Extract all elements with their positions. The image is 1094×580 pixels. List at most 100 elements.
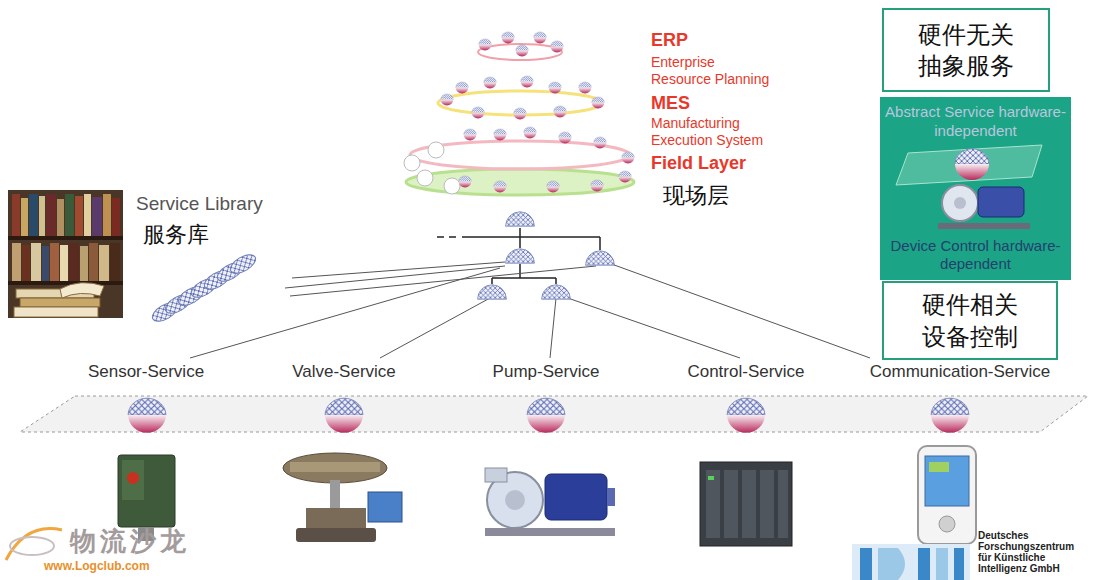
tree-service-icon: [478, 212, 615, 299]
pump-device: [485, 468, 507, 482]
service-name: Sensor-Service: [56, 362, 236, 382]
pump-device: [545, 474, 607, 520]
service-tree: [599, 237, 601, 250]
pump-picture: [978, 187, 1024, 217]
device-service-icon: [931, 398, 969, 433]
library-picture: [20, 298, 100, 307]
service-tree: [562, 296, 740, 358]
handheld-device: [918, 446, 976, 544]
library-picture: [57, 199, 64, 236]
sensor-device: [127, 472, 139, 484]
service-ball: [524, 127, 537, 139]
library-picture: [8, 190, 123, 318]
library-picture: [60, 245, 68, 281]
empty-slot: [428, 142, 444, 158]
tree-service-icon: [478, 285, 507, 299]
service-ball: [591, 180, 604, 192]
library-picture: [69, 243, 79, 281]
service-ball: [551, 41, 564, 53]
panel-caption: Abstract Service hardware-independent: [884, 103, 1067, 141]
service-ball: [549, 82, 562, 94]
field-ring: [406, 169, 634, 195]
service-tree: [380, 298, 490, 358]
service-tree: [492, 277, 556, 279]
library-picture: [112, 198, 120, 236]
service-tree: [462, 236, 600, 238]
service-name: Pump-Service: [456, 362, 636, 382]
library-picture: [21, 198, 28, 236]
valve-device: [296, 528, 376, 542]
library-picture: [92, 197, 102, 236]
library-picture: [60, 283, 104, 298]
sensor-device: [122, 460, 144, 500]
panel-caption: Device Control hardware-dependent: [884, 237, 1067, 275]
library-picture: [12, 243, 21, 281]
library-picture: [42, 246, 49, 281]
layer-description: Enterprise Resource Planning: [651, 54, 773, 88]
service-ball: [459, 176, 472, 188]
dfki-logo: [860, 548, 872, 580]
tree-service-icon: [506, 212, 535, 226]
service-ball: [472, 107, 485, 119]
library-picture: [8, 236, 123, 240]
service-ball: [547, 181, 560, 193]
library-picture: [84, 194, 91, 236]
institute-name: Deutsches Forschungszentrum für Künstlic…: [978, 530, 1090, 574]
service-tree: [550, 298, 556, 358]
service-ball: [594, 137, 607, 149]
service-tree: [190, 268, 500, 358]
service-ball: [464, 129, 477, 141]
device-service-icon: [128, 398, 166, 433]
handheld-device: [939, 516, 955, 532]
library-picture: [46, 194, 56, 236]
controller-device: [760, 470, 774, 538]
layer-pyramid: [404, 32, 634, 195]
service-ball: [494, 181, 507, 193]
controller-device: [700, 462, 792, 546]
service-tree: [519, 264, 521, 278]
callout-text: 硬件相关 设备控制: [892, 289, 1048, 351]
library-picture: [8, 190, 123, 318]
library-picture: [12, 194, 20, 236]
pump-picture: [954, 197, 966, 209]
library-picture: [50, 243, 59, 281]
service-ball: [479, 39, 492, 51]
service-tree: [555, 278, 557, 284]
service-tree: [190, 262, 870, 358]
library-picture: [75, 196, 83, 236]
service-ball: [484, 77, 497, 89]
service-ball: [502, 32, 515, 44]
abstraction-plane: [896, 145, 1042, 185]
pump-device: [485, 468, 615, 536]
controller-device: [778, 470, 788, 538]
library-picture: [80, 246, 88, 281]
controller-device: [700, 462, 792, 546]
library-picture: [65, 194, 74, 236]
service-tree: [606, 262, 870, 358]
device-service-icon: [325, 398, 363, 433]
pump-device: [485, 528, 615, 536]
service-name: Valve-Service: [254, 362, 434, 382]
watermark-logo: [6, 529, 62, 560]
callout-text: 硬件无关 抽象服务: [892, 19, 1040, 81]
service-tree: [190, 228, 870, 358]
controller-device: [706, 470, 720, 538]
library-picture: [99, 245, 109, 281]
controller-device: [742, 470, 756, 538]
service-panel: Abstract Service hardware-independentDev…: [880, 97, 1071, 280]
pump-device: [607, 488, 615, 506]
dfki-logo: [852, 544, 970, 580]
device-service-icon: [128, 398, 969, 433]
service-name: Control-Service: [656, 362, 836, 382]
abstract-service-icon: [955, 149, 989, 180]
library-picture: [14, 307, 98, 317]
dfki-logo: [954, 548, 964, 580]
handheld-device: [925, 456, 969, 506]
service-ball: [622, 152, 635, 164]
service-tree: [285, 266, 505, 288]
valve-device: [290, 462, 380, 472]
library-picture: [39, 196, 45, 236]
watermark-url: www.Logclub.com: [44, 559, 150, 573]
controller-device: [708, 476, 714, 480]
